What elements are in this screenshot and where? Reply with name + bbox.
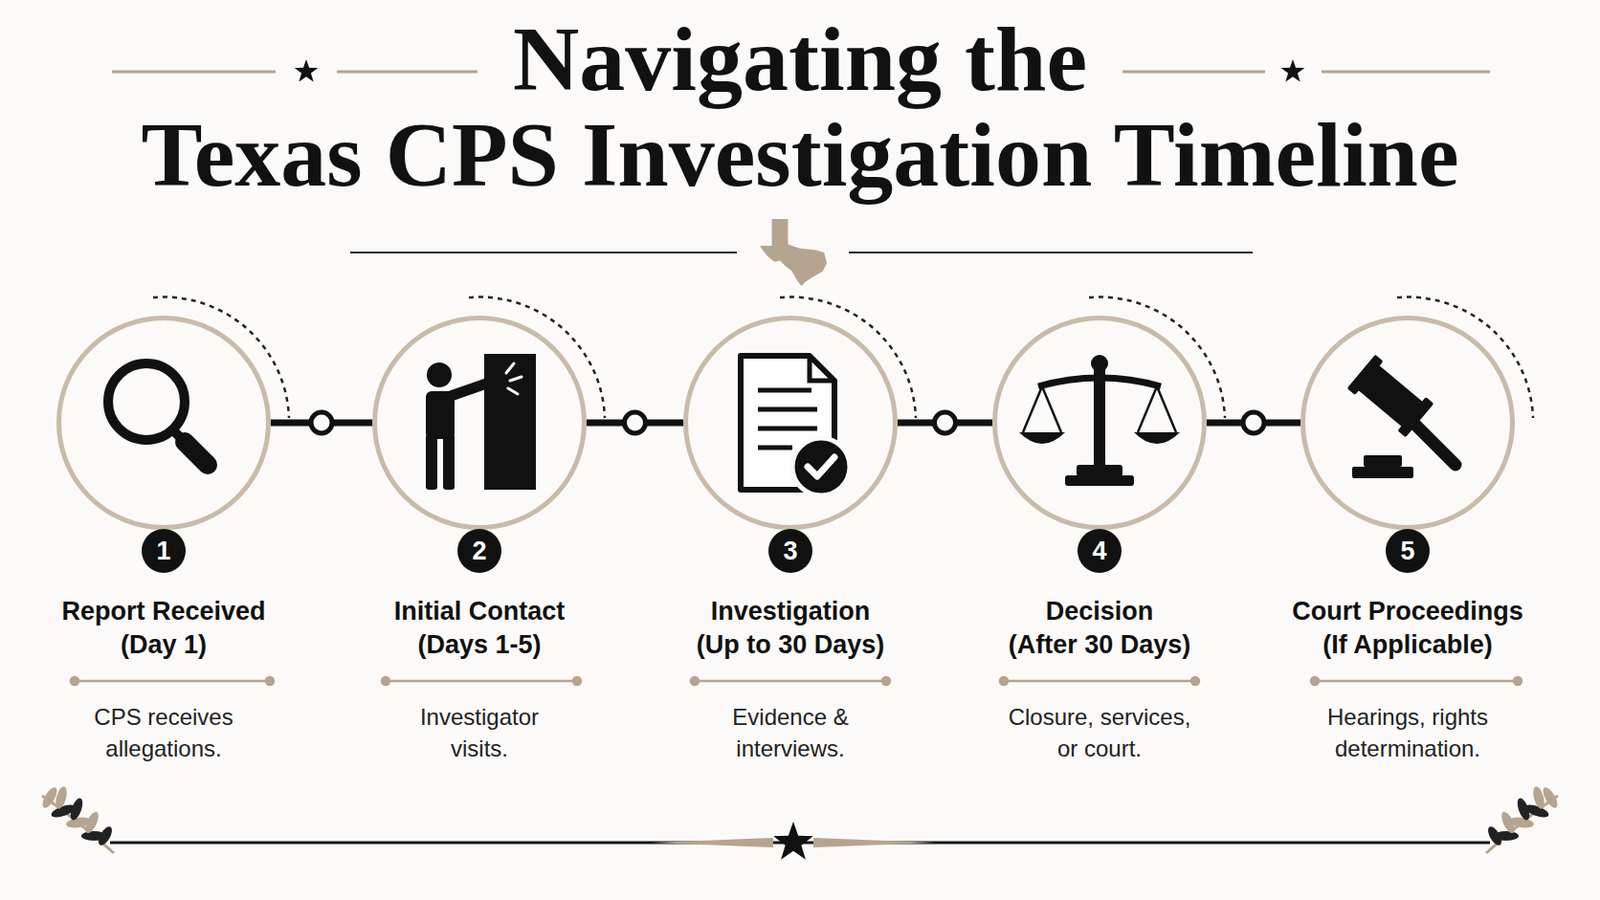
step-title: Decision (After 30 Days) <box>1005 595 1194 663</box>
timeline-connector <box>897 412 993 434</box>
document-check-icon <box>740 355 850 496</box>
step-number: 4 <box>1077 529 1122 574</box>
connector-dot <box>624 412 646 434</box>
gavel-icon <box>1347 355 1456 479</box>
step-circle: 5Court Proceedings (If Applicable)Hearin… <box>1300 315 1515 531</box>
step-circle: 3Investigation (Up to 30 Days)Evidence &… <box>683 315 898 531</box>
step-number: 2 <box>457 529 502 574</box>
door-knock-icon <box>425 354 536 490</box>
separators <box>70 677 1522 686</box>
bottom-rule <box>110 822 1490 861</box>
star <box>294 59 319 83</box>
star <box>1281 59 1306 83</box>
step-number: 1 <box>141 529 186 574</box>
scales-icon <box>1019 355 1180 487</box>
step-circle: 1Report Received (Day 1)CPS receives all… <box>56 315 271 531</box>
step-title: Court Proceedings (If Applicable) <box>1278 595 1537 663</box>
step-title: Investigation (Up to 30 Days) <box>689 595 891 663</box>
texas-shape <box>759 219 827 287</box>
step-description: Investigator visits. <box>402 701 556 765</box>
connector-dot <box>1243 412 1265 434</box>
dashed-arcs <box>153 297 1534 419</box>
timeline-connector <box>270 412 373 434</box>
magnifier-icon <box>108 363 208 466</box>
step-description: Closure, services, or court. <box>1003 701 1196 765</box>
step-description: CPS receives allegations. <box>67 701 260 765</box>
step-title: Report Received (Day 1) <box>48 595 279 663</box>
step-description: Hearings, rights determination. <box>1316 701 1499 765</box>
step-number: 5 <box>1385 529 1430 574</box>
step-circle: 2Initial Contact (Days 1-5)Investigator … <box>372 315 587 531</box>
connector-dot <box>934 412 956 434</box>
timeline-connector <box>586 412 684 434</box>
connector-dot <box>311 412 333 434</box>
step-title: Initial Contact (Days 1-5) <box>364 595 595 663</box>
diagram-title: Navigating the Texas CPS Investigation T… <box>111 11 1489 203</box>
step-description: Evidence & interviews. <box>713 701 867 765</box>
laurel <box>40 785 115 854</box>
step-circle: 4Decision (After 30 Days)Closure, servic… <box>992 315 1207 531</box>
step-number: 3 <box>768 529 813 574</box>
laurel <box>1485 785 1560 854</box>
timeline-connector <box>1206 412 1301 434</box>
